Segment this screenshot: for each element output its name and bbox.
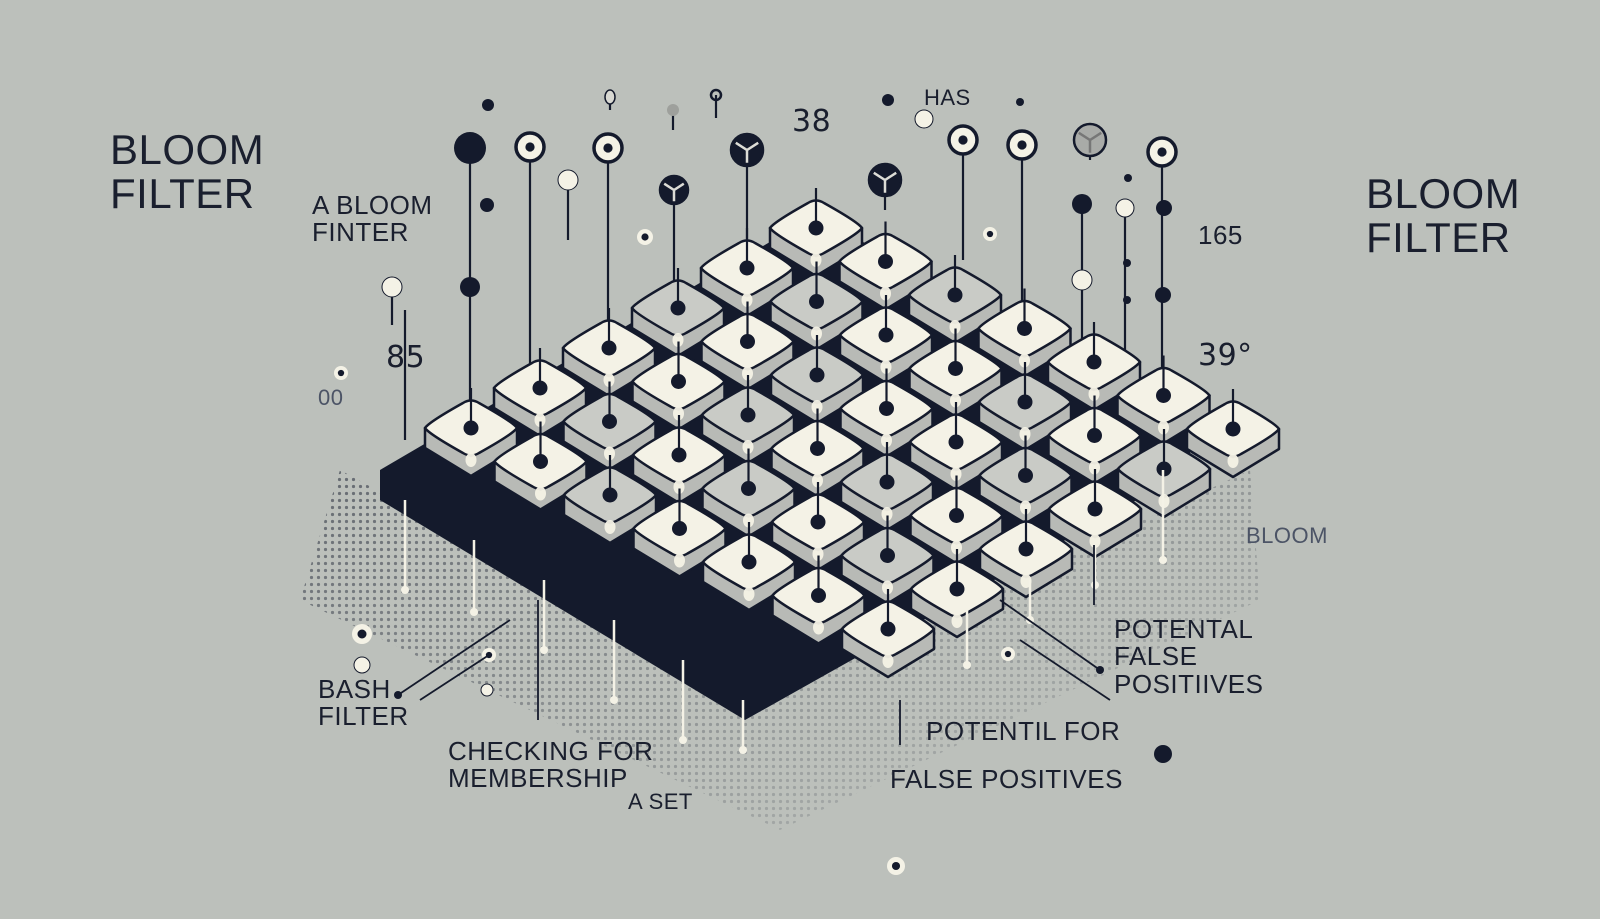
bit-tile <box>699 228 795 318</box>
light-dot-icon <box>381 276 403 298</box>
number-00: 00 <box>318 385 344 410</box>
small-ring-icon <box>709 88 723 102</box>
light-dot-icon <box>557 169 579 191</box>
dot-icon <box>1072 194 1092 214</box>
label-a-bloom-finter: A BLOOM FINTER <box>312 190 433 248</box>
number-38: 38 <box>792 104 832 139</box>
light-dot-icon <box>1071 269 1093 291</box>
bit-tile <box>1185 389 1281 479</box>
bit-tile <box>770 482 866 572</box>
dot-icon <box>1016 98 1024 106</box>
bit-tile <box>978 509 1074 599</box>
label-checking-membership: CHECKING FOR MEMBERSHIP <box>448 736 654 794</box>
leader-lines <box>394 470 1167 754</box>
title-right: BLOOM FILTER <box>1366 170 1521 262</box>
light-dot-icon <box>914 109 934 129</box>
label-potential-false-positives: POTENTAL FALSE POSITIIVES <box>1114 614 1264 699</box>
bit-tile <box>977 288 1072 378</box>
number-165: 165 <box>1198 220 1243 250</box>
label-false-positives: FALSE POSITIVES <box>890 764 1123 794</box>
dot-icon <box>1155 287 1171 303</box>
light-dot-icon <box>353 656 371 674</box>
bit-tile <box>977 362 1073 452</box>
bit-tile <box>493 421 588 511</box>
bit-tile <box>907 255 1003 345</box>
label-bloom-small: BLOOM <box>1246 523 1328 548</box>
dot-icon <box>1156 200 1172 216</box>
label-potential-for: POTENTIL FOR <box>926 716 1121 746</box>
bit-tile <box>423 388 519 478</box>
grey-dot-icon <box>667 104 679 116</box>
bit-tile <box>562 455 658 545</box>
number-85: 85 <box>386 340 426 375</box>
dot-icon <box>454 132 486 164</box>
label-a-set: A SET <box>628 789 693 814</box>
dot-icon <box>482 99 494 111</box>
dot-icon <box>460 277 480 297</box>
dot-icon <box>882 94 894 106</box>
light-dot-icon <box>480 683 494 697</box>
bit-tile <box>978 435 1073 525</box>
bit-tile <box>909 475 1004 565</box>
bit-tile <box>840 589 936 679</box>
bit-tile <box>1116 355 1211 445</box>
label-has: HAS <box>924 85 971 110</box>
dot-icon <box>1123 296 1131 304</box>
dot-icon <box>1124 174 1132 182</box>
title-left: BLOOM FILTER <box>110 126 265 218</box>
bit-tile <box>771 555 866 645</box>
bit-tile <box>909 549 1005 639</box>
bit-array-tiles <box>423 188 1281 679</box>
label-bash-filter: BASH FILTER <box>318 674 409 732</box>
dot-icon <box>1154 745 1172 763</box>
light-dot-icon <box>1115 198 1135 218</box>
number-39: 39° <box>1198 338 1253 373</box>
drop-icon <box>604 89 616 105</box>
dot-icon <box>1123 259 1131 267</box>
dot-icon <box>480 198 494 212</box>
bit-tile <box>769 335 865 425</box>
